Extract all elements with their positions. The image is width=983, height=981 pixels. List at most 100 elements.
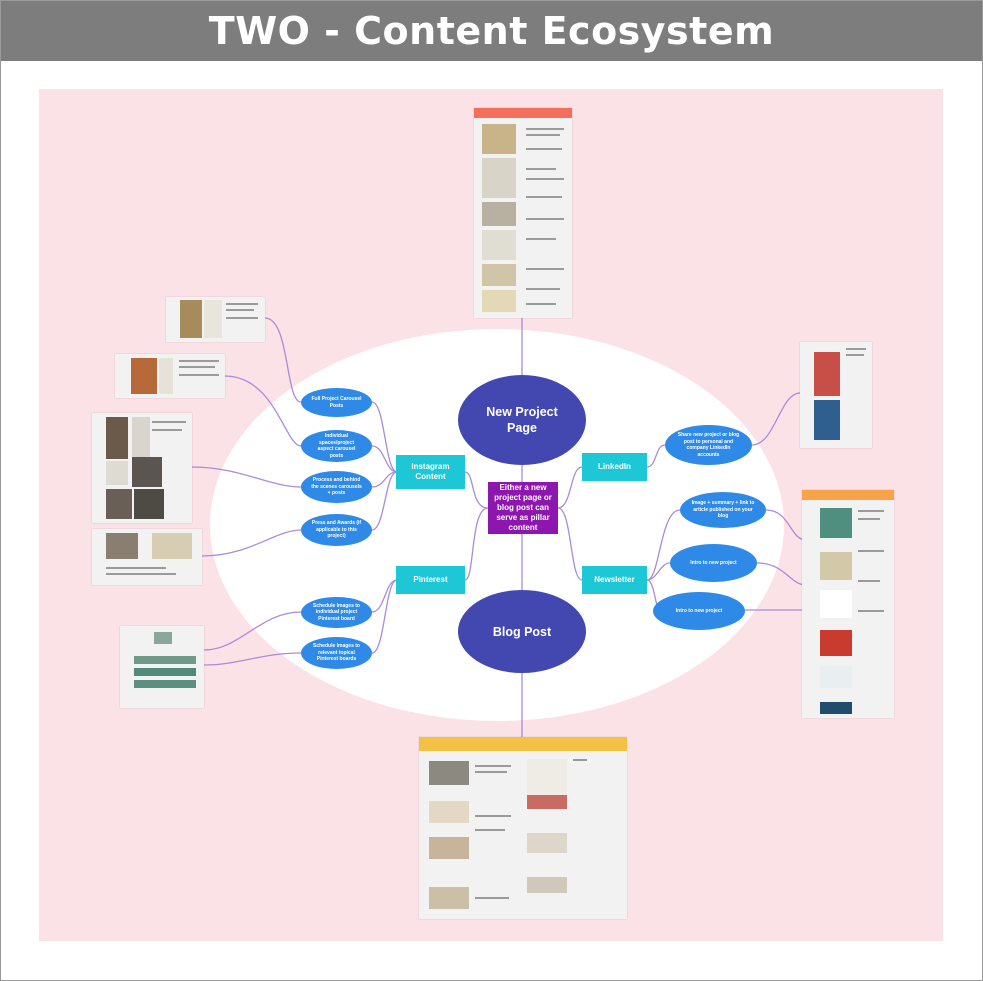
linkedin-node[interactable]: LinkedIn [582, 453, 647, 481]
schedule-topical-boards-node[interactable]: Schedule Images to relevant topical Pint… [301, 637, 372, 669]
image-placeholder-icon [132, 417, 150, 457]
blog-post-node[interactable]: Blog Post [458, 590, 586, 673]
image-placeholder-icon [134, 680, 196, 688]
schedule-project-board-node[interactable]: Schedule Images to individual project Pi… [301, 597, 372, 628]
thumbnail-header [419, 737, 627, 751]
pillar-content-label: Either a new project page or blog post c… [494, 483, 552, 532]
image-placeholder-icon [482, 230, 516, 260]
image-placeholder-icon [429, 887, 469, 909]
connector-center-newsletter [557, 507, 583, 581]
image-placeholder-icon [154, 632, 172, 644]
thumbnail-header [802, 490, 894, 500]
pillar-content-node[interactable]: Either a new project page or blog post c… [488, 482, 558, 534]
connector-linkedin-action [646, 444, 666, 468]
connector-nl-summary [646, 509, 681, 581]
image-placeholder-icon [134, 668, 196, 676]
image-placeholder-icon [204, 300, 222, 338]
image-placeholder-icon [820, 590, 852, 618]
individual-spaces-thumbnail [115, 354, 225, 398]
image-placeholder-icon [429, 801, 469, 823]
process-behind-scenes-label: Process and behind the scenes carousels … [311, 477, 362, 497]
image-placeholder-icon [814, 400, 840, 440]
image-placeholder-icon [527, 759, 567, 799]
new-project-page-label: New Project Page [486, 405, 558, 435]
image-placeholder-icon [820, 666, 852, 688]
connector-pin-topical [371, 579, 398, 654]
newsletter-intro-2-label: Intro to new project [675, 607, 723, 614]
instagram-label: Instagram Content [411, 462, 450, 481]
instagram-node[interactable]: Instagram Content [396, 455, 465, 489]
image-placeholder-icon [820, 552, 852, 580]
linkedin-share-node[interactable]: Share new project or blog post to person… [665, 425, 752, 465]
connector-intro1-thumb [756, 562, 807, 586]
press-awards-thumbnail [92, 529, 202, 585]
newsletter-thumbnail [802, 490, 894, 718]
press-awards-label: Press and Awards (if applicable to this … [311, 520, 362, 540]
image-placeholder-icon [482, 264, 516, 286]
image-placeholder-icon [132, 457, 162, 487]
press-awards-node[interactable]: Press and Awards (if applicable to this … [301, 514, 372, 546]
image-placeholder-icon [106, 461, 128, 485]
connector-individual-thumb [224, 375, 302, 447]
image-placeholder-icon [820, 630, 852, 656]
image-placeholder-icon [180, 300, 202, 338]
individual-spaces-node[interactable]: Individual spaces/project aspect carouse… [301, 430, 372, 462]
full-project-carousel-node[interactable]: Full Project Carousel Posts [301, 388, 372, 417]
image-placeholder-icon [106, 489, 132, 519]
image-placeholder-icon [527, 833, 567, 853]
blog-post-label: Blog Post [492, 624, 552, 639]
connector-nl-intro1 [646, 562, 671, 581]
connector-full-thumb [264, 317, 302, 403]
connector-center-instagram [464, 471, 489, 509]
image-placeholder-icon [527, 877, 567, 893]
process-thumbnail [92, 413, 192, 523]
full-project-carousel-label: Full Project Carousel Posts [311, 396, 362, 409]
blog-post-thumbnail [419, 737, 627, 919]
image-placeholder-icon [482, 290, 516, 312]
connector-linkedin-thumb [751, 392, 801, 446]
newsletter-summary-node[interactable]: Image + summary + link to article publis… [680, 492, 766, 528]
newsletter-intro-1-node[interactable]: Intro to new project [670, 544, 757, 582]
image-placeholder-icon [106, 533, 138, 559]
image-placeholder-icon [482, 158, 516, 198]
linkedin-label: LinkedIn [598, 462, 631, 471]
process-behind-scenes-node[interactable]: Process and behind the scenes carousels … [301, 471, 372, 503]
image-placeholder-icon [527, 795, 567, 809]
connector-process-thumb [191, 466, 302, 488]
connector-ig-individual [371, 445, 398, 473]
title-bar: TWO - Content Ecosystem [1, 1, 982, 61]
connector-center-linkedin [557, 466, 583, 509]
connector-ig-press [371, 471, 398, 531]
image-placeholder-icon [429, 837, 469, 859]
image-placeholder-icon [131, 358, 157, 394]
linkedin-share-label: Share new project or blog post to person… [677, 432, 740, 458]
connector-pin-project-thumb [203, 611, 302, 651]
linkedin-thumbnail [800, 342, 872, 448]
image-placeholder-icon [159, 358, 173, 394]
image-placeholder-icon [482, 124, 516, 154]
connector-ig-full [371, 401, 398, 473]
image-placeholder-icon [106, 417, 128, 459]
image-placeholder-icon [134, 656, 196, 664]
schedule-topical-boards-label: Schedule Images to relevant topical Pint… [313, 643, 360, 663]
image-placeholder-icon [814, 352, 840, 396]
image-placeholder-icon [429, 761, 469, 785]
pinterest-node[interactable]: Pinterest [396, 566, 465, 594]
newsletter-summary-label: Image + summary + link to article publis… [691, 500, 755, 520]
newsletter-intro-1-label: Intro to new project [690, 559, 737, 566]
full-project-carousel-thumbnail [166, 297, 265, 342]
connector-pin-topical-thumb [203, 652, 302, 666]
newsletter-label: Newsletter [594, 575, 635, 584]
newsletter-node[interactable]: Newsletter [582, 566, 647, 594]
image-placeholder-icon [482, 202, 516, 226]
image-placeholder-icon [152, 533, 192, 559]
individual-spaces-label: Individual spaces/project aspect carouse… [317, 433, 356, 459]
schedule-project-board-label: Schedule Images to individual project Pi… [313, 602, 360, 622]
new-project-page-node[interactable]: New Project Page [458, 375, 586, 465]
thumbnail-header [474, 108, 572, 118]
page-title: TWO - Content Ecosystem [208, 9, 775, 53]
newsletter-intro-2-node[interactable]: Intro to new project [653, 592, 745, 630]
connector-center-pinterest [464, 507, 489, 581]
pinterest-label: Pinterest [413, 575, 448, 584]
image-placeholder-icon [134, 489, 164, 519]
